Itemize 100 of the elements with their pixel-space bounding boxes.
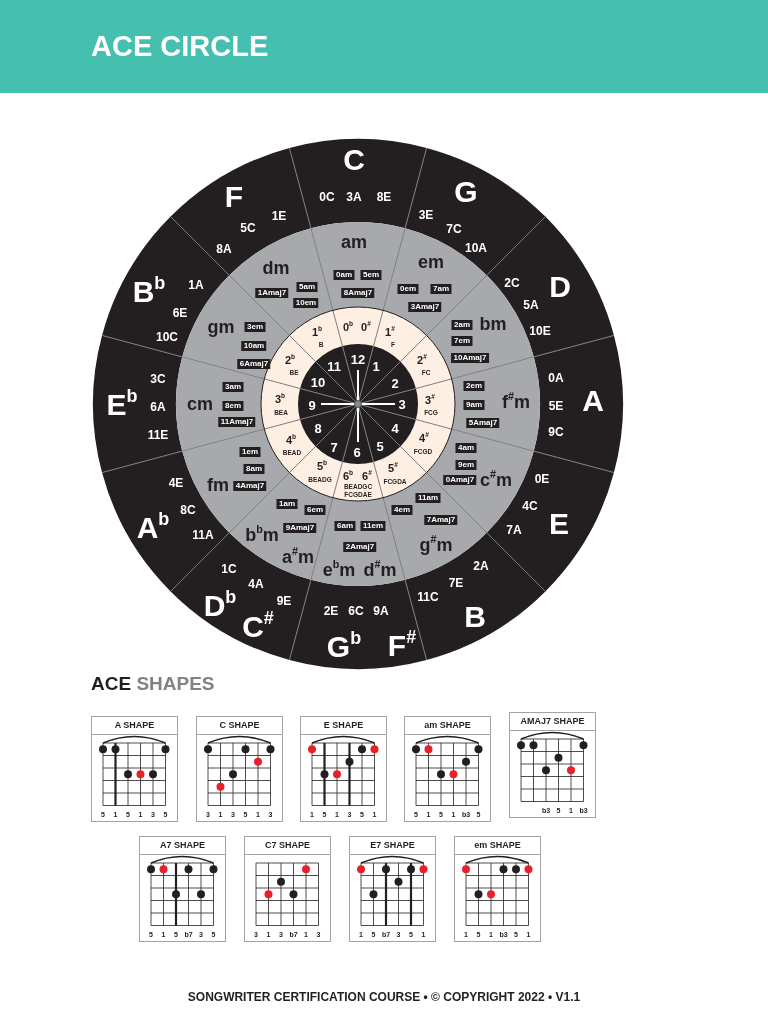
minor-key-name: em <box>418 253 444 271</box>
chord-tag: 10Amaj7 <box>451 353 489 363</box>
shape-position-label: 8C <box>180 504 196 516</box>
footer-text: SONGWRITER CERTIFICATION COURSE • © COPYRIGHT 2022 • V1.1 <box>187 991 581 1003</box>
chord-tag: 5Amaj7 <box>466 418 500 428</box>
shape-position-label: 6E <box>172 307 188 319</box>
page-title: ACE CIRCLE <box>91 32 269 61</box>
clock-number: 1 <box>372 359 380 373</box>
chord-tag: 10em <box>293 298 319 308</box>
shape-position-label: 4E <box>168 477 184 489</box>
chord-tag: 8am <box>243 464 265 474</box>
shape-position-label: 2A <box>473 560 489 572</box>
shape-position-label: 8A <box>216 243 232 255</box>
chord-card <box>349 836 436 942</box>
key-name: A <box>582 386 604 416</box>
chord-tag: 1Amaj7 <box>255 288 289 298</box>
chord-tag: 5am <box>296 282 318 292</box>
shape-position-label: 2C <box>504 277 520 289</box>
shape-position-label: 10E <box>529 325 551 337</box>
key-signature-label: 5$^{b}$ <box>316 460 328 472</box>
clock-number: 2 <box>391 376 399 390</box>
chord-card <box>454 836 541 942</box>
key-signature-label: 2$^{b}$ <box>284 354 296 366</box>
shape-position-label: 9A <box>373 605 389 617</box>
chord-card <box>91 716 178 822</box>
chord-tag: 6am <box>334 521 356 531</box>
minor-key-name: e$^{b}$m <box>322 561 356 579</box>
section-heading: ACE SHAPES <box>91 674 215 693</box>
chord-tag: 6em <box>304 505 326 515</box>
card-title: A SHAPE <box>92 717 177 735</box>
key-signature-label: 6$^{#}$ <box>362 470 372 482</box>
chord-tag: 11am <box>415 493 441 503</box>
chord-tag: 0Amaj7 <box>443 475 477 485</box>
shape-position-label: 10A <box>465 242 487 254</box>
shape-position-label: 4C <box>522 500 538 512</box>
key-name: E <box>549 509 569 539</box>
chord-tag: 11em <box>360 521 386 531</box>
clock-number: 4 <box>391 421 399 435</box>
shape-position-label: 1A <box>188 279 204 291</box>
chord-tag: 9em <box>455 460 477 470</box>
chord-tag: 1em <box>239 447 261 457</box>
key-name: D <box>549 272 571 302</box>
shape-position-label: 2E <box>323 605 339 617</box>
card-title: C7 SHAPE <box>245 837 330 855</box>
key-name: G <box>454 177 478 207</box>
shape-position-label: 1C <box>221 563 237 575</box>
chord-tag: 7am <box>430 284 452 294</box>
key-name: F <box>224 182 244 212</box>
minor-key-name: f$^{#}$m <box>502 393 530 411</box>
chord-tag: 9Amaj7 <box>283 523 317 533</box>
minor-key-name: bm <box>479 315 507 333</box>
key-name: F$^{#}$ <box>387 631 417 661</box>
shape-position-label: 9E <box>276 595 292 607</box>
clock-number: 10 <box>310 375 326 389</box>
shape-position-label: 5C <box>240 222 256 234</box>
shape-position-label: 7C <box>446 223 462 235</box>
key-signature-label: 4$^{#}$ <box>419 432 429 444</box>
key-name: B <box>464 602 486 632</box>
shape-position-label: 5E <box>548 400 564 412</box>
shape-position-label: 5A <box>523 299 539 311</box>
chord-tag: 11Amaj7 <box>218 417 256 427</box>
key-signature-label: 1$^{b}$ <box>311 326 323 338</box>
key-name: G$^{b}$ <box>326 632 362 662</box>
chord-tag: 8em <box>222 401 244 411</box>
card-title: E SHAPE <box>301 717 386 735</box>
chord-tag: 7em <box>451 336 473 346</box>
key-name: D$^{b}$ <box>203 591 237 621</box>
minor-key-name: a$^{#}$m <box>282 548 314 566</box>
minor-key-name: am <box>341 233 367 251</box>
shape-position-label: 3E <box>418 209 434 221</box>
minor-key-name: g$^{#}$m <box>419 536 453 554</box>
shape-position-label: 7A <box>506 524 522 536</box>
chord-card <box>404 716 491 822</box>
key-signature-label: 0$^{#}$ <box>361 321 371 333</box>
shape-position-label: 0A <box>548 372 564 384</box>
chord-tag: 2Amaj7 <box>343 542 377 552</box>
chord-tag: 3em <box>244 322 266 332</box>
key-signature-label: 3$^{#}$ <box>425 394 435 406</box>
chord-tag: 4am <box>455 443 477 453</box>
key-signature-label: 6$^{b}$ <box>342 470 354 482</box>
key-signature-label: 2$^{#}$ <box>417 354 427 366</box>
shape-position-label: 9C <box>548 426 564 438</box>
shape-position-label: 0C <box>319 191 335 203</box>
chord-card <box>244 836 331 942</box>
shape-position-label: 3A <box>346 191 362 203</box>
clock-number: 11 <box>327 359 341 373</box>
key-name: C <box>343 145 365 175</box>
key-signature-label: 3$^{b}$ <box>274 393 286 405</box>
card-title: AMAJ7 SHAPE <box>510 713 595 731</box>
minor-key-name: cm <box>187 395 213 413</box>
chord-tag: 10am <box>241 341 267 351</box>
card-title: am SHAPE <box>405 717 490 735</box>
clock-number: 3 <box>398 397 406 411</box>
clock-number: 12 <box>350 352 366 366</box>
card-title: em SHAPE <box>455 837 540 855</box>
chord-tag: 1am <box>276 499 298 509</box>
key-signature-label: 5$^{#}$ <box>388 462 398 474</box>
shape-position-label: 6C <box>348 605 364 617</box>
clock-number: 9 <box>308 398 316 412</box>
chord-card <box>300 716 387 822</box>
